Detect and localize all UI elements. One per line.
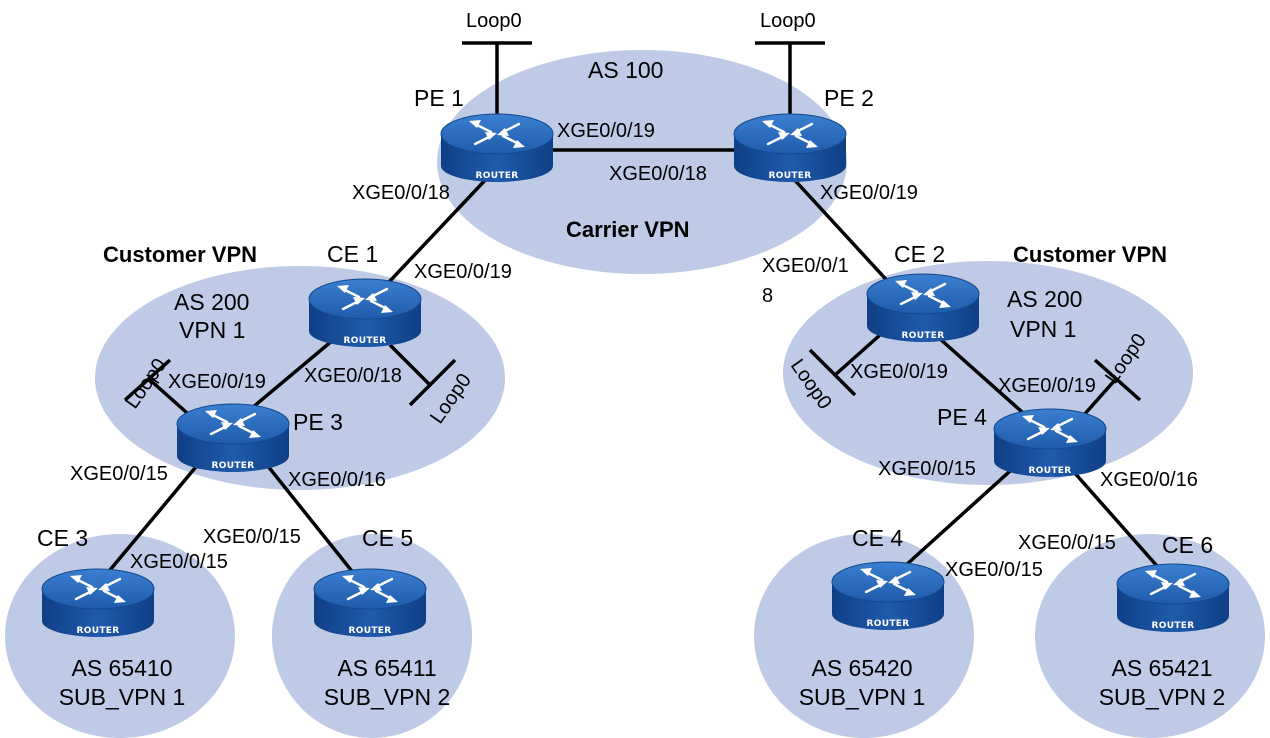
iface-pe1-ce1: XGE0/0/18: [352, 182, 450, 204]
iface-pe2-pe1: XGE0/0/18: [609, 163, 707, 185]
ce5-as-label: AS 65411: [337, 655, 436, 681]
left-vpn-label: VPN 1: [179, 317, 245, 343]
router-pe3[interactable]: ROUTER: [175, 402, 291, 474]
carrier-vpn-region: [437, 50, 847, 274]
iface-ce5-pe3: XGE0/0/15: [203, 526, 301, 548]
carrier-vpn-title: Carrier VPN: [566, 217, 690, 242]
iface-ce3-pe3: XGE0/0/15: [130, 551, 228, 573]
pe1-loopback-label: Loop0: [466, 10, 522, 32]
iface-ce1-pe1: XGE0/0/19: [414, 261, 512, 283]
ce6-as-label: AS 65421: [1111, 655, 1212, 681]
iface-ce2-pe4: XGE0/0/19: [850, 361, 948, 383]
router-badge: ROUTER: [349, 626, 392, 636]
iface-pe2-ce2: XGE0/0/19: [820, 182, 918, 204]
router-badge: ROUTER: [1029, 466, 1072, 476]
link-pe4-ce4: [893, 460, 1022, 577]
router-ce3[interactable]: ROUTER: [40, 567, 156, 639]
router-badge: ROUTER: [344, 336, 387, 346]
link-pe3-ce3: [108, 448, 212, 572]
pe1-name: PE 1: [414, 85, 464, 111]
iface-pe4-ce4: XGE0/0/15: [878, 458, 976, 480]
router-badge: ROUTER: [476, 171, 519, 181]
pe1-loopback: Loop0: [462, 10, 532, 120]
right-vpn-label: VPN 1: [1010, 316, 1076, 342]
left-as-label: AS 200: [174, 289, 249, 315]
router-ce1[interactable]: ROUTER: [307, 277, 423, 349]
right-as-label: AS 200: [1007, 286, 1082, 312]
ce3-vpn-label: SUB_VPN 1: [59, 684, 186, 710]
router-ce4[interactable]: ROUTER: [830, 560, 946, 632]
iface-pe3-ce3: XGE0/0/15: [70, 463, 168, 485]
iface-pe4-ce6: XGE0/0/16: [1100, 469, 1198, 491]
left-customer-vpn-title: Customer VPN: [103, 242, 257, 267]
ce5-name: CE 5: [362, 525, 413, 551]
iface-pe3-ce1: XGE0/0/19: [168, 371, 266, 393]
ce3-as-label: AS 65410: [71, 655, 172, 681]
router-ce2[interactable]: ROUTER: [865, 272, 981, 344]
iface-ce2-pe2-line2: 8: [762, 285, 773, 307]
router-ce5[interactable]: ROUTER: [312, 567, 428, 639]
iface-ce2-pe2-line1: XGE0/0/1: [762, 255, 849, 277]
iface-ce6-pe4: XGE0/0/15: [1018, 532, 1116, 554]
router-badge: ROUTER: [769, 171, 812, 181]
router-badge: ROUTER: [1152, 621, 1195, 631]
router-pe2[interactable]: ROUTER: [732, 112, 848, 184]
link-ce1-pe3: [238, 328, 347, 420]
router-badge: ROUTER: [77, 626, 120, 636]
link-pe3-ce5: [253, 448, 357, 577]
pe3-name: PE 3: [293, 409, 343, 435]
iface-ce1-pe3: XGE0/0/18: [304, 365, 402, 387]
router-pe4[interactable]: ROUTER: [992, 407, 1108, 479]
pe2-loopback: Loop0: [755, 10, 825, 120]
iface-ce4-pe4: XGE0/0/15: [945, 559, 1043, 581]
right-customer-vpn-title: Customer VPN: [1013, 242, 1167, 267]
ce6-vpn-label: SUB_VPN 2: [1099, 684, 1226, 710]
carrier-as-label: AS 100: [588, 57, 663, 83]
iface-pe1-pe2: XGE0/0/19: [557, 120, 655, 142]
router-badge: ROUTER: [212, 461, 255, 471]
ce3-name: CE 3: [37, 525, 88, 551]
link-pe4-ce6: [1063, 460, 1167, 577]
ce5-vpn-label: SUB_VPN 2: [324, 684, 451, 710]
ce6-name: CE 6: [1162, 532, 1213, 558]
pe4-name: PE 4: [937, 404, 987, 430]
pe2-loopback-label: Loop0: [760, 10, 816, 32]
pe2-name: PE 2: [824, 85, 874, 111]
ce4-vpn-label: SUB_VPN 1: [799, 684, 926, 710]
right-customer-vpn-region: [783, 261, 1193, 485]
router-ce6[interactable]: ROUTER: [1115, 562, 1231, 634]
router-pe1[interactable]: ROUTER: [439, 112, 555, 184]
ce4-name: CE 4: [852, 525, 903, 551]
iface-pe4-ce2: XGE0/0/19: [998, 375, 1096, 397]
router-badge: ROUTER: [867, 619, 910, 629]
ce4-as-label: AS 65420: [811, 655, 912, 681]
router-badge: ROUTER: [902, 331, 945, 341]
ce1-name: CE 1: [327, 241, 378, 267]
iface-pe3-ce5: XGE0/0/16: [288, 469, 386, 491]
ce2-name: CE 2: [894, 241, 945, 267]
link-pe1-ce1: [370, 173, 492, 302]
